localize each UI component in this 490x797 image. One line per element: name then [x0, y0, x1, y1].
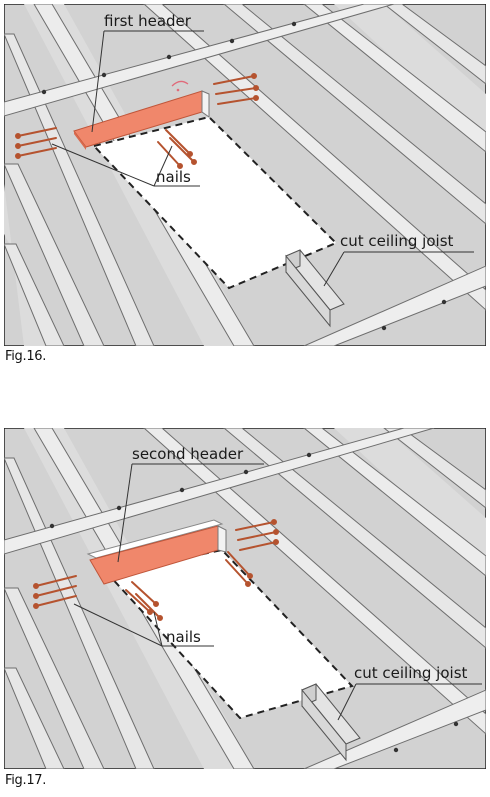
joist	[223, 4, 486, 225]
joist	[383, 4, 486, 85]
label-first-header: first header	[104, 12, 192, 30]
second-header	[89, 525, 227, 585]
figure-16: first header nails cut ceiling joist	[4, 4, 486, 346]
joist	[143, 428, 486, 735]
ceiling-opening	[108, 550, 352, 718]
right-angle-mark	[171, 80, 189, 87]
first-header	[73, 90, 210, 150]
nails-group	[33, 519, 279, 621]
ceiling-opening	[94, 117, 336, 288]
first-header-top-face	[86, 519, 224, 559]
leader-lines	[73, 463, 482, 721]
label-cut-ceiling-joist: cut ceiling joist	[354, 664, 468, 682]
figure-16-drawing: first header nails cut ceiling joist	[4, 4, 486, 346]
cross-strapping-bottom	[303, 689, 486, 769]
label-cut-ceiling-joist: cut ceiling joist	[340, 232, 454, 250]
cross-strapping-top	[4, 428, 435, 555]
cut-ceiling-joist	[285, 249, 345, 328]
ceiling-joists	[4, 4, 486, 346]
label-nails: nails	[166, 628, 201, 646]
figure-17: second header nails cut ceiling joist	[4, 428, 486, 769]
cut-ceiling-joist	[301, 683, 361, 762]
figure-16-caption: Fig.16.	[5, 349, 47, 364]
leader-lines	[51, 30, 474, 287]
joist	[4, 587, 105, 769]
joist	[4, 33, 155, 346]
joist	[4, 163, 105, 346]
joist	[223, 428, 486, 649]
cross-strapping-top	[4, 4, 395, 117]
label-second-header: second header	[132, 445, 244, 463]
joist	[303, 4, 486, 153]
joist	[4, 243, 65, 346]
joist	[303, 428, 486, 577]
joist	[4, 667, 65, 769]
figure-17-drawing: second header nails cut ceiling joist	[4, 428, 486, 769]
nails-group	[15, 73, 259, 169]
label-nails: nails	[156, 168, 191, 186]
figure-17-caption: Fig.17.	[5, 773, 47, 788]
cross-strapping-bottom	[303, 265, 486, 346]
joist	[383, 428, 486, 509]
